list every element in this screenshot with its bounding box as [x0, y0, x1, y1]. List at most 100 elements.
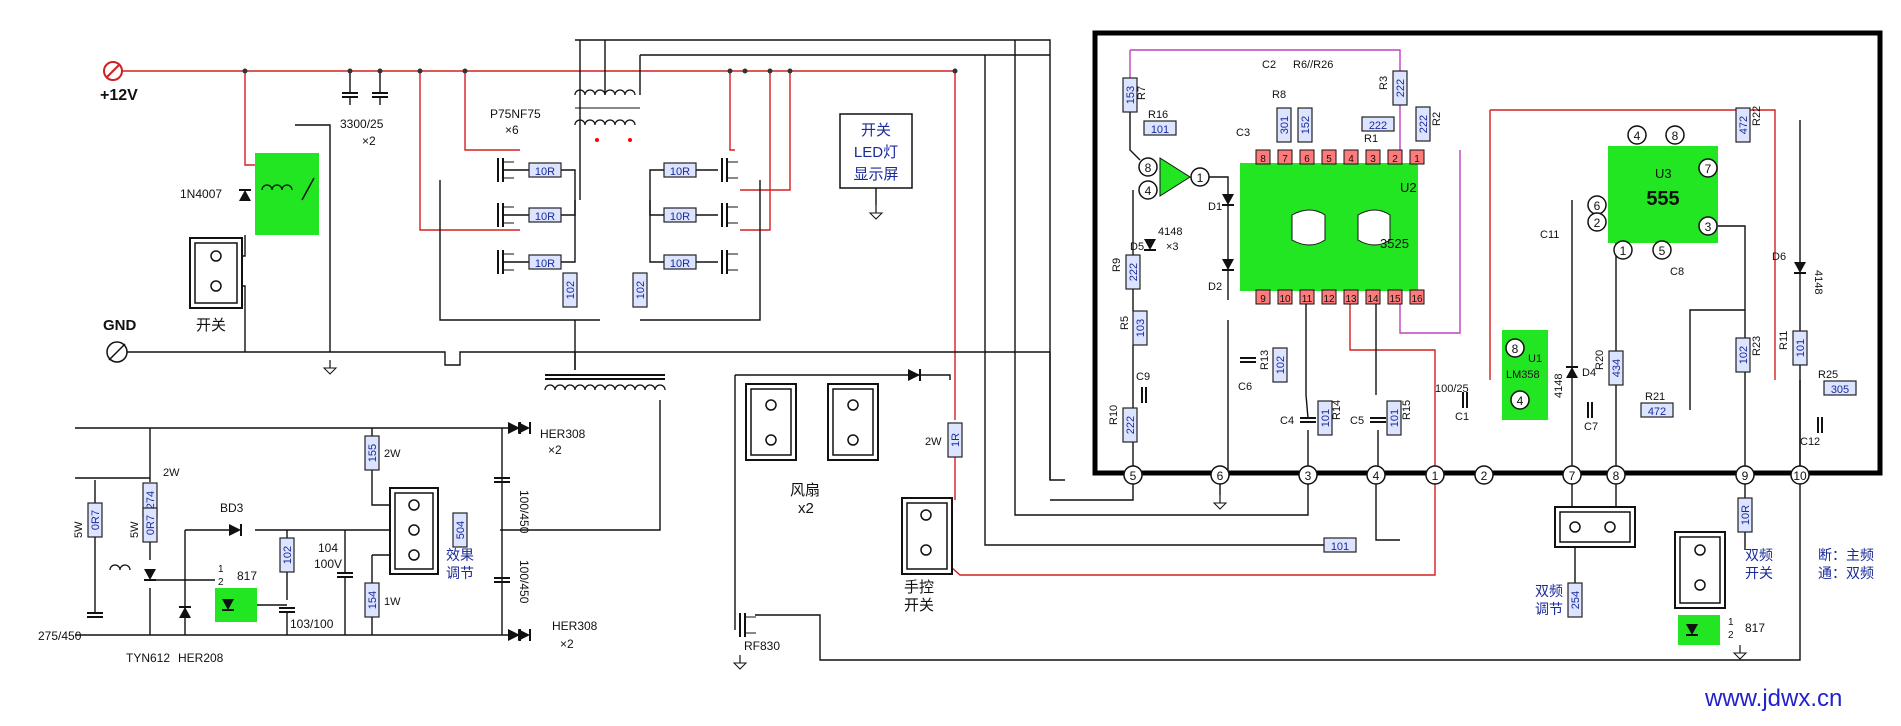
u3-name: U3 — [1655, 166, 1672, 181]
board-pin-5 — [1123, 465, 1143, 485]
wire — [1014, 40, 1309, 516]
board-pin-5-number: 5 — [1130, 469, 1137, 483]
wire — [561, 200, 576, 216]
r21-label: R21 — [1645, 391, 1665, 403]
opto-frac-den: 2 — [218, 577, 224, 588]
output-coil — [109, 564, 131, 571]
u2-bottom-pin-number: 16 — [1411, 294, 1423, 305]
opto2-label: 817 — [1745, 621, 1765, 635]
r8-resistor-value: 301 — [1279, 116, 1291, 134]
r13-resistor-value: 102 — [1275, 356, 1287, 374]
opto2-block — [1678, 615, 1720, 645]
r1r-resistor — [947, 422, 963, 458]
r102-resistor-value: 102 — [282, 546, 294, 564]
opamp-pin-1 — [1190, 167, 1210, 187]
r1-resistor — [1361, 116, 1395, 132]
d4-value: 4148 — [1553, 374, 1565, 398]
display-box-line: 开关 — [861, 122, 891, 139]
opto2-frac-num: 1 — [1728, 617, 1734, 628]
wire — [500, 400, 661, 531]
pot-504-value: 504 — [455, 521, 467, 539]
junction-dot — [417, 68, 423, 74]
junction-dot — [787, 68, 793, 74]
c2-label: C2 — [1262, 59, 1276, 71]
her308-bottom-count: ×2 — [560, 637, 574, 651]
board-pin-10-number: 10 — [1793, 469, 1807, 483]
fan-count: x2 — [798, 500, 814, 517]
dual-switch-label-2: 开关 — [1745, 565, 1773, 581]
u2-top-pin — [1387, 149, 1403, 165]
r1-resistor-value: 222 — [1369, 120, 1387, 132]
plus12v-label: +12V — [100, 87, 138, 104]
u3-pin-2 — [1587, 212, 1607, 232]
c7-label: C7 — [1584, 421, 1598, 433]
wire — [649, 200, 664, 216]
ror-right-resistor-value: 0R7 — [145, 515, 157, 535]
connector-pin — [1569, 521, 1581, 533]
c4-label: C4 — [1280, 415, 1294, 427]
label-layer: +12VGND1N4007开关3300/25×2P75NF75×610R10R1… — [38, 59, 1874, 712]
junction-dot — [742, 68, 748, 74]
opamp-pin-2-number: 8 — [1145, 161, 1152, 175]
r23-resistor — [1735, 337, 1751, 373]
r3-resistor — [1392, 70, 1408, 106]
relay-coil — [261, 184, 293, 191]
r8-resistor — [1276, 107, 1292, 143]
u1-name: U1 — [1528, 353, 1542, 365]
opamp-pin-3 — [1138, 180, 1158, 200]
u3-pin-6-number: 6 — [1594, 199, 1601, 213]
c6-label: C6 — [1238, 381, 1252, 393]
her208-diode — [179, 607, 191, 618]
gate-resistor-right-0-value: 10R — [670, 166, 690, 178]
wire — [1305, 304, 1309, 419]
r21-resistor — [1640, 402, 1674, 418]
wire — [575, 39, 1065, 481]
r3-resistor-value: 222 — [1395, 79, 1407, 97]
r11-label: R11 — [1778, 331, 1790, 350]
u3-pin-4-number: 4 — [1634, 129, 1641, 143]
r25-resistor-value: 305 — [1831, 384, 1849, 396]
board-pin-8 — [1606, 465, 1626, 485]
board-pin-2-number: 2 — [1481, 469, 1488, 483]
u3-pin-3-number: 3 — [1705, 220, 1712, 234]
bd3-diode — [229, 524, 241, 536]
r9-resistor-value: 222 — [1128, 263, 1140, 281]
her208-label: HER208 — [178, 651, 224, 665]
n4007-diode — [239, 190, 251, 201]
board-pin-7-number: 7 — [1569, 469, 1576, 483]
opto-block — [215, 588, 257, 622]
display-box-line: 显示屏 — [853, 166, 898, 183]
power-switch-connector — [194, 242, 238, 304]
r274-resistor-value: 274 — [145, 491, 157, 509]
polarity-dot — [628, 138, 632, 142]
ground-icon — [1732, 652, 1748, 660]
board-pin-4-number: 4 — [1373, 469, 1380, 483]
d1-label: D1 — [1208, 201, 1222, 213]
power-wire — [740, 71, 791, 191]
her308-top-diode-2 — [508, 422, 520, 434]
wire — [561, 169, 576, 200]
board-pin-8-number: 8 — [1613, 469, 1620, 483]
wire — [984, 55, 1324, 546]
power-wire — [1490, 109, 1776, 380]
wire — [1050, 484, 1134, 501]
opamp-pin-3-number: 4 — [1145, 184, 1152, 198]
her308-bottom-label: HER308 — [552, 619, 598, 633]
ground-icon — [732, 662, 748, 670]
gate-pulldown-left-value: 102 — [565, 281, 577, 299]
r22-resistor — [1735, 107, 1751, 143]
power-wire — [1349, 304, 1436, 480]
cap-bottom-label: 100/450 — [517, 560, 531, 604]
r1-label: R1 — [1364, 133, 1378, 145]
r14-resistor-value: 101 — [1320, 409, 1332, 427]
gnd-terminal — [108, 343, 126, 361]
scr-label: TYN612 — [126, 651, 170, 665]
d6-diode — [1794, 262, 1806, 273]
u2-name: U2 — [1400, 180, 1417, 195]
u2-bottom-pin — [1321, 289, 1337, 305]
her308-top-count: ×2 — [548, 443, 562, 457]
u2-bottom-pin — [1387, 289, 1403, 305]
connector-pin — [765, 434, 777, 446]
r15-resistor-value: 101 — [1389, 409, 1401, 427]
junction-dot — [952, 68, 958, 74]
